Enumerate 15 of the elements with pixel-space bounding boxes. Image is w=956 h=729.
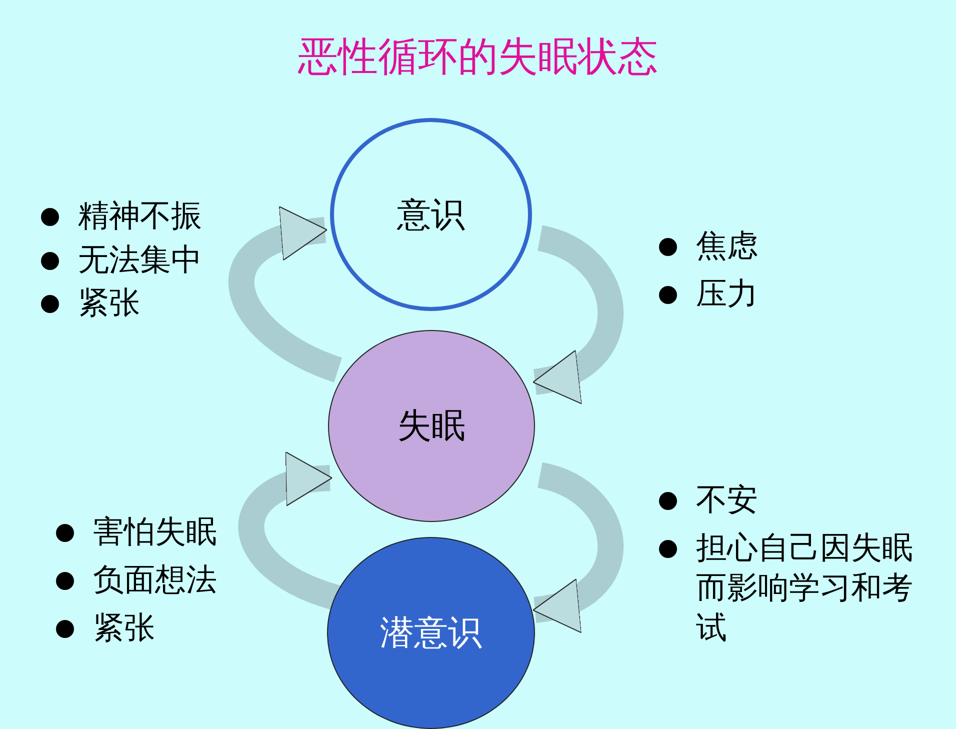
bullet-item: 无法集中	[78, 241, 203, 280]
bullet-item: 焦虑	[696, 227, 759, 266]
title: 恶性循环的失眠状态	[296, 33, 659, 82]
bullet-item: 害怕失眠	[93, 513, 218, 552]
ellipse-node: 失眠	[328, 330, 535, 522]
bullet-item: 紧张	[93, 609, 156, 648]
bullet-item: 担心自己因失眠而影响学习和考试	[696, 529, 914, 648]
bullet-item: 压力	[696, 275, 759, 314]
bullet-item: 不安	[696, 481, 759, 520]
ellipse-node: 意识	[330, 118, 532, 311]
bullet-item: 紧张	[78, 284, 141, 323]
curved-arrow	[228, 209, 343, 382]
bullet-item: 精神不振	[78, 197, 203, 236]
bullet-item: 负面想法	[93, 561, 218, 600]
ellipse-node: 潜意识	[327, 537, 535, 729]
